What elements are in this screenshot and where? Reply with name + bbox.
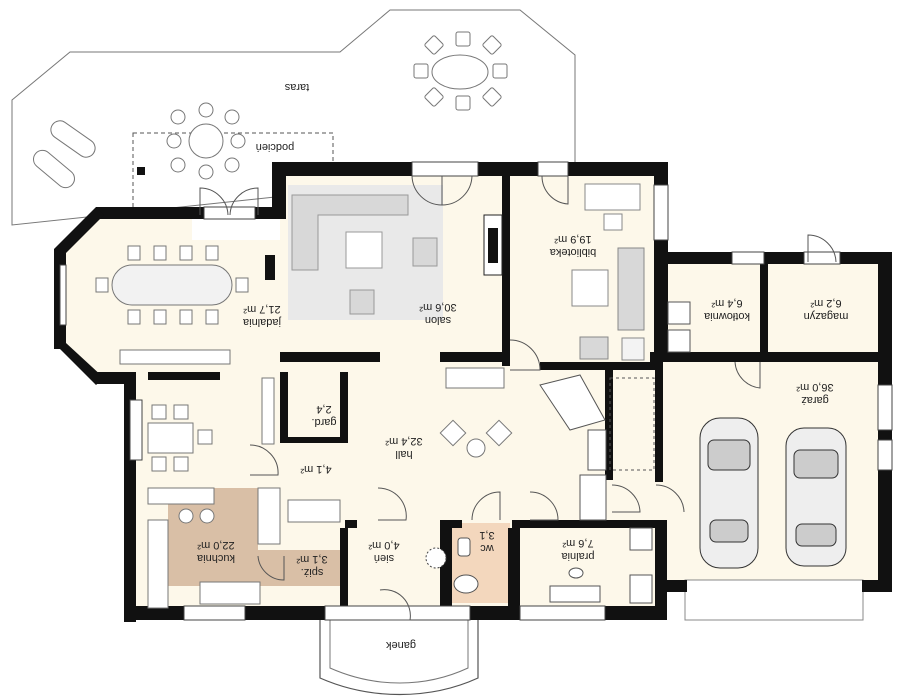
label-garaz: garaż 36,0 m² — [790, 380, 840, 406]
pantry-floor — [258, 550, 342, 586]
room-area: 4,1 m² — [300, 463, 332, 475]
stairs — [539, 374, 655, 521]
library-furniture — [571, 183, 645, 361]
label-wc: wc 3,1 — [472, 528, 502, 554]
room-name: ganek — [386, 639, 416, 651]
room-area: 3,1 m² — [296, 553, 328, 565]
room-area: 19,9 m² — [554, 233, 592, 245]
label-salon: salon 30,6 m² — [410, 300, 466, 326]
label-kuchnia: kuchnia 22,0 m² — [186, 538, 246, 564]
room-name: gard. — [311, 416, 337, 428]
room-name: kotłownia — [704, 310, 750, 322]
laundry-fixtures — [549, 527, 653, 604]
door-swings — [199, 175, 837, 621]
room-name: sień — [373, 552, 395, 564]
wardrobe-shelf — [287, 499, 341, 523]
label-hall-extra: 4,1 m² — [294, 462, 338, 475]
hall-furniture — [439, 367, 513, 458]
label-sien: sień 4,0 m² — [364, 538, 404, 564]
label-spiz: spiż. 3,1 m² — [290, 552, 334, 578]
fireplace-core — [488, 228, 498, 263]
room-name: magazyn — [803, 310, 849, 322]
room-area: 2,4 — [316, 403, 332, 415]
label-hall: hall 32,4 m² — [376, 434, 432, 460]
kitchen-dining — [147, 404, 261, 609]
room-area: 21,7 m² — [243, 303, 281, 315]
garage-apron — [684, 579, 864, 621]
boiler-equipment — [667, 301, 691, 353]
label-gard: gard. 2,4 — [306, 402, 342, 428]
room-area: 36,0 m² — [796, 381, 834, 393]
room-area: 6,4 m² — [711, 297, 743, 309]
room-name: garaż — [801, 394, 829, 406]
room-name: taras — [284, 81, 310, 93]
plant — [425, 547, 447, 569]
label-pralnia: pralnia 7,6 m² — [538, 536, 618, 562]
wc-fixtures — [453, 537, 479, 594]
porch-inner — [329, 620, 469, 684]
label-taras: taras — [272, 80, 322, 93]
room-name: kuchnia — [197, 552, 235, 564]
label-magazyn: magazyn 6,2 m² — [798, 296, 854, 322]
room-name: wc — [480, 542, 494, 554]
pantry-shelf — [257, 487, 281, 545]
room-name: biblioteka — [549, 246, 597, 258]
room-area: 22,0 m² — [197, 539, 235, 551]
lounger-1 — [50, 120, 96, 158]
dining-sideboard — [119, 349, 231, 365]
garage-floor — [660, 362, 880, 584]
walls — [54, 162, 892, 622]
room-name: spiż. — [300, 566, 324, 578]
label-jadalnia: jadalnia 21,7 m² — [232, 302, 292, 328]
terrace-table-2 — [166, 102, 246, 180]
dining-table — [95, 245, 249, 325]
room-area: 32,4 m² — [385, 435, 423, 447]
label-biblioteka: biblioteka 19,9 m² — [542, 232, 604, 258]
room-area: 6,2 m² — [810, 297, 842, 309]
label-podcien: podcień — [250, 140, 300, 153]
car-right — [785, 427, 847, 567]
windows — [59, 161, 893, 621]
lounger-2 — [33, 149, 75, 189]
column-marker — [137, 167, 145, 175]
porch-outline — [319, 620, 479, 696]
room-area: 3,1 — [479, 529, 495, 541]
label-kotlownia: kotłownia 6,4 m² — [698, 296, 756, 322]
room-name: podcień — [255, 141, 295, 153]
room-name: jadalnia — [243, 316, 281, 328]
room-name: hall — [395, 448, 413, 460]
terrace-table-1 — [413, 31, 508, 111]
label-ganek: ganek — [376, 638, 426, 651]
hall-cabinet — [261, 377, 275, 445]
room-name: salon — [424, 314, 452, 326]
room-name: pralnia — [561, 550, 595, 562]
room-area: 4,0 m² — [368, 539, 400, 551]
salon-sofa — [291, 194, 438, 315]
car-left — [699, 417, 759, 569]
room-area: 7,6 m² — [562, 537, 594, 549]
room-area: 30,6 m² — [419, 301, 457, 313]
